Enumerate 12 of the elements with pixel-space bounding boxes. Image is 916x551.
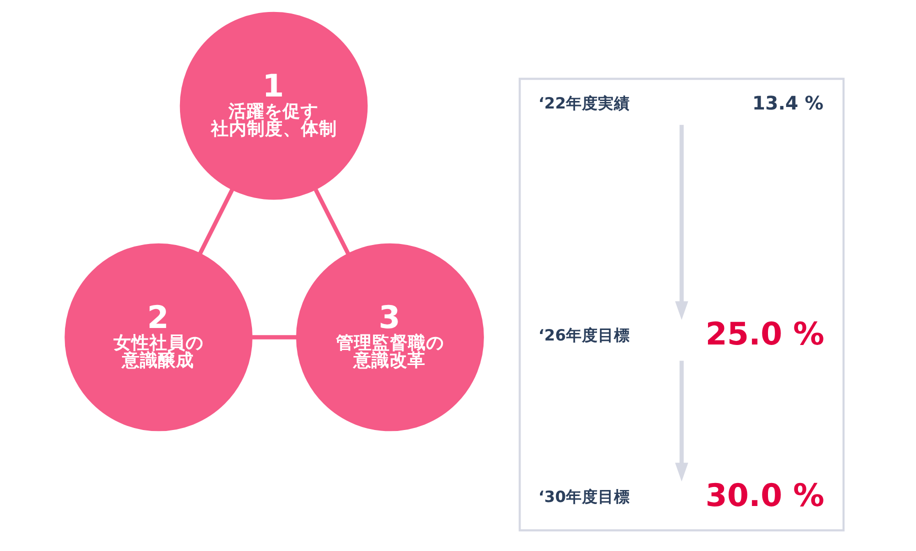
connector [313,188,350,254]
node-text: ‘30年度目標 30.0 % [538,478,824,514]
node-circle: 3 管理監督職の意識改革 [296,243,484,432]
connector [252,335,296,340]
node-text: ‘22年度実績 13.4 % [538,93,823,114]
arrow [674,124,688,320]
cluster [518,78,844,532]
arrow [674,360,688,482]
connector [198,188,234,254]
node-circle: 1 活躍を促す社内制度、体制 [179,12,368,200]
node-circle: 2 女性社員の意識醸成 [64,243,252,432]
node-text: ‘26年度目標 25.0 % [538,316,824,353]
